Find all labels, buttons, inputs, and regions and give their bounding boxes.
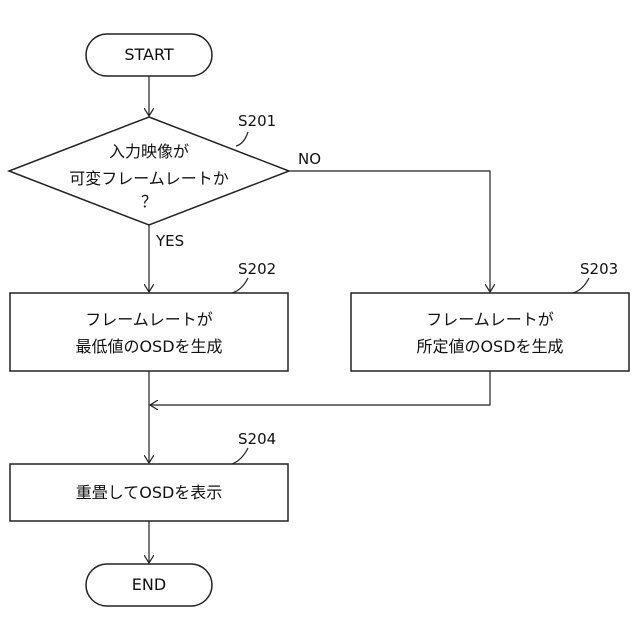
end-label: END	[132, 577, 166, 593]
s201-leader	[236, 132, 248, 146]
s202-step-label: S202	[238, 262, 276, 277]
decision-line2: 可変フレームレートか	[69, 171, 229, 187]
s202-line1: フレームレートが	[85, 312, 213, 328]
s203-leader	[573, 278, 589, 293]
start-label: START	[124, 47, 173, 63]
s202-line2: 最低値のOSDを生成	[75, 339, 222, 355]
arrow-s203-merge	[150, 371, 490, 405]
yes-label: YES	[156, 234, 184, 249]
s204-line1: 重畳してOSDを表示	[76, 485, 223, 501]
s204-leader	[232, 448, 248, 464]
s202-leader	[232, 278, 248, 293]
decision-line1: 入力映像が	[109, 144, 189, 160]
s202-box	[10, 293, 288, 371]
s201-step-label: S201	[238, 114, 276, 129]
s203-line2: 所定値のOSDを生成	[416, 339, 563, 355]
decision-line3: ？	[141, 194, 157, 210]
arrow-no	[289, 171, 490, 292]
s203-line1: フレームレートが	[426, 312, 554, 328]
no-label: NO	[298, 152, 321, 167]
s203-box	[351, 293, 629, 371]
s204-step-label: S204	[238, 432, 276, 447]
s203-step-label: S203	[580, 262, 618, 277]
